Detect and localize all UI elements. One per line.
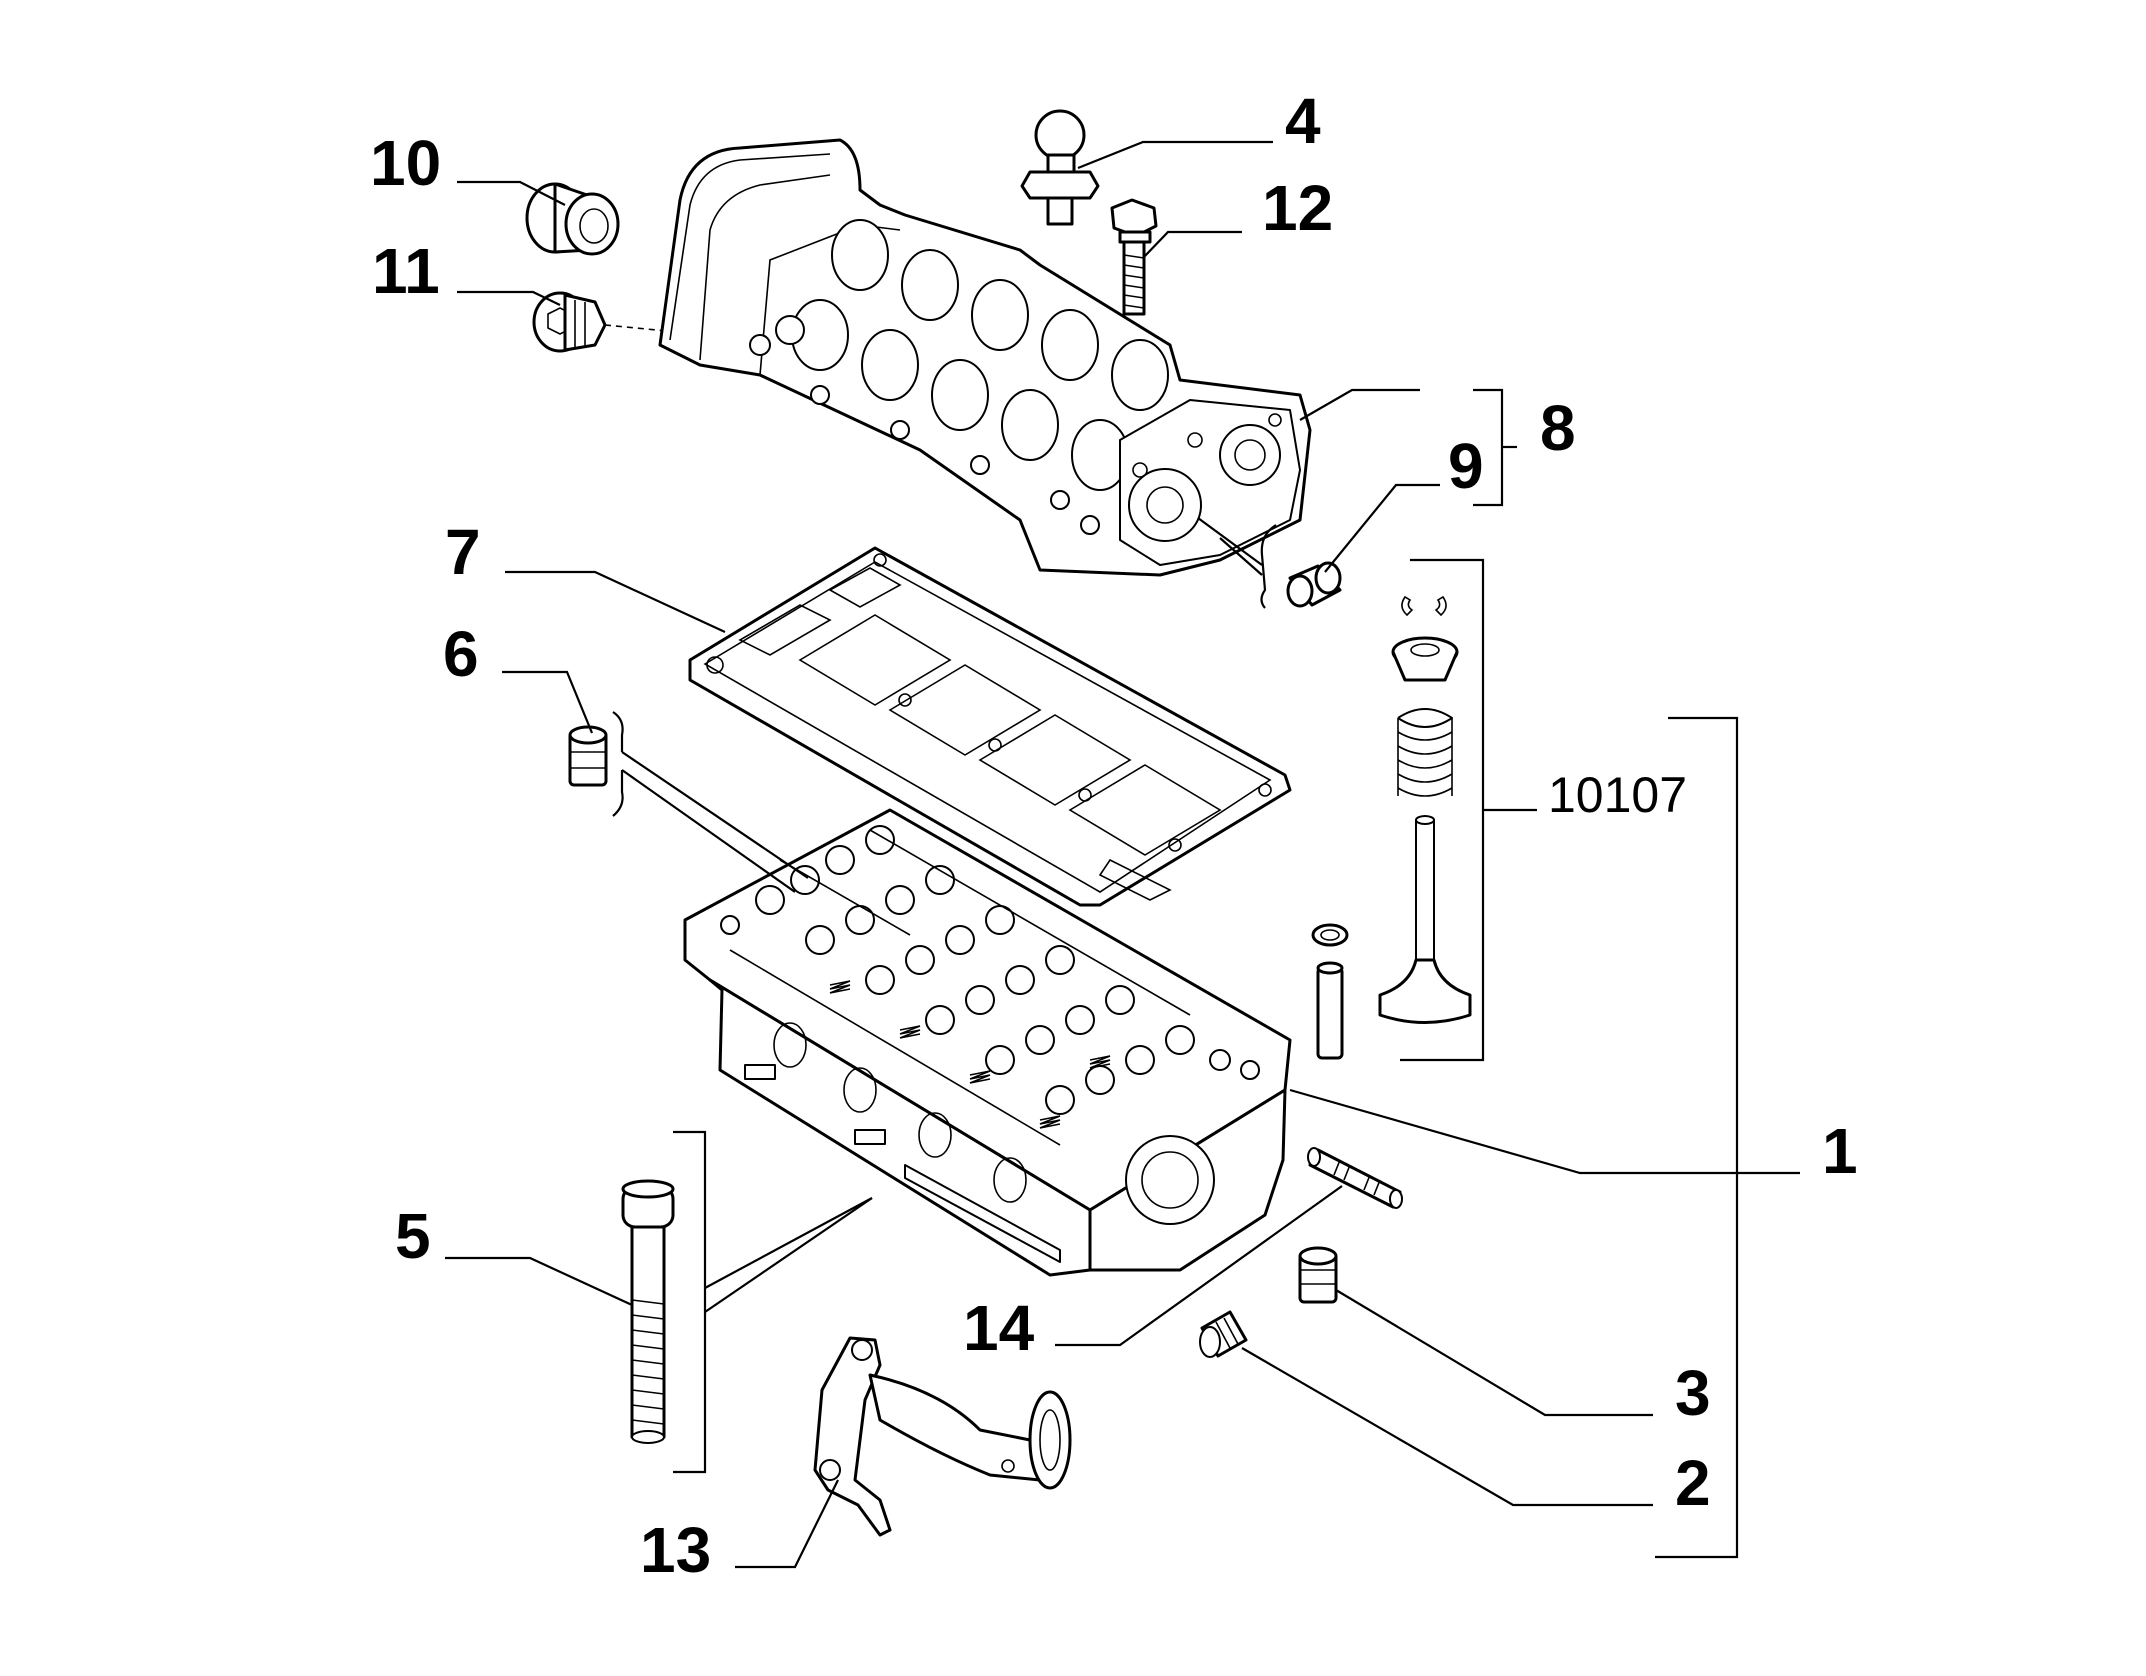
callout-4: 4: [1285, 85, 1321, 157]
valve-assembly: [1311, 595, 1472, 1060]
part-10-plug: [525, 182, 620, 256]
leader-lines: [445, 140, 1800, 1569]
callout-9: 9: [1448, 430, 1484, 502]
part-4-sensor: [1020, 109, 1100, 226]
part-6-centering-dowel: [568, 725, 608, 787]
part-8-camshaft-carrier: [658, 138, 1312, 577]
callout-8: 8: [1540, 392, 1576, 464]
part-7-head-gasket: [688, 546, 1292, 907]
callout-12: 12: [1262, 172, 1333, 244]
part-9-dowel-sleeve: [1286, 561, 1342, 608]
callout-14: 14: [963, 1292, 1035, 1364]
callout-10107: 10107: [1548, 767, 1687, 823]
callout-6: 6: [443, 618, 479, 690]
part-3-dowel-bush: [1298, 1246, 1338, 1304]
callout-5: 5: [395, 1200, 431, 1272]
callout-1: 1: [1822, 1115, 1858, 1187]
part-1-cylinder-head: [683, 808, 1292, 1277]
part-13-coolant-pipe: [813, 1336, 1072, 1537]
callout-10: 10: [370, 127, 441, 199]
callout-11: 11: [372, 235, 440, 307]
part-12-bolt: [1110, 198, 1158, 316]
part-14-stud: [1307, 1147, 1403, 1209]
part-11-plug: [532, 291, 607, 353]
part-5-head-bolt: [621, 1179, 675, 1444]
part-2-plug: [1199, 1310, 1248, 1358]
callout-13: 13: [640, 1514, 711, 1586]
callout-7: 7: [445, 516, 481, 588]
callout-3: 3: [1675, 1357, 1711, 1429]
callout-2: 2: [1675, 1447, 1711, 1519]
